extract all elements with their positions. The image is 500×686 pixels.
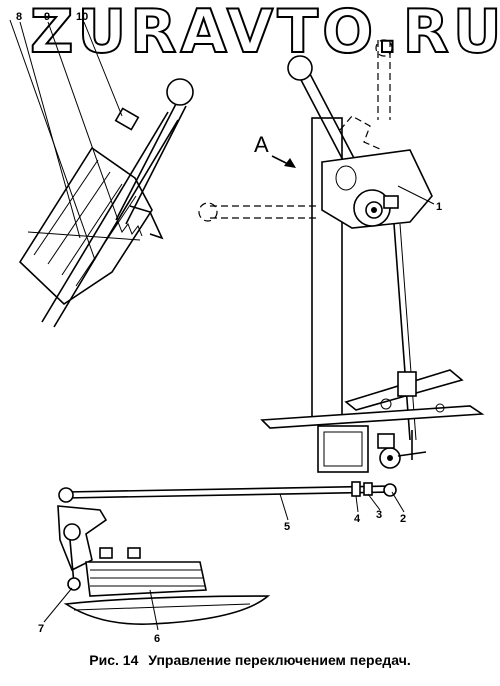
label-part-3: 3 [376, 509, 382, 521]
gearbox-mechanism [57, 505, 271, 625]
caption-text: Управление переключением передач. [148, 652, 411, 668]
label-part-1: 1 [436, 201, 442, 213]
label-part-4: 4 [354, 513, 361, 525]
label-part-9: 9 [44, 11, 50, 23]
detail-view-a [9, 19, 194, 328]
watermark-logo: ZURAVTO.RU [29, 0, 500, 67]
caption-prefix: Рис. [89, 652, 119, 668]
caption-number: 14 [122, 652, 139, 668]
label-part-7: 7 [38, 623, 44, 635]
leader-lines [43, 185, 435, 631]
figure-caption: Рис. 14 Управление переключением передач… [0, 652, 500, 668]
view-label-a: A [254, 132, 269, 157]
label-part-2: 2 [400, 513, 406, 525]
label-part-6: 6 [154, 633, 160, 645]
label-part-5: 5 [284, 521, 290, 533]
view-arrow [271, 155, 296, 168]
link-rod [58, 481, 397, 503]
label-part-8: 8 [16, 11, 22, 23]
main-lever-assembly [198, 39, 485, 473]
label-part-10: 10 [76, 11, 88, 23]
